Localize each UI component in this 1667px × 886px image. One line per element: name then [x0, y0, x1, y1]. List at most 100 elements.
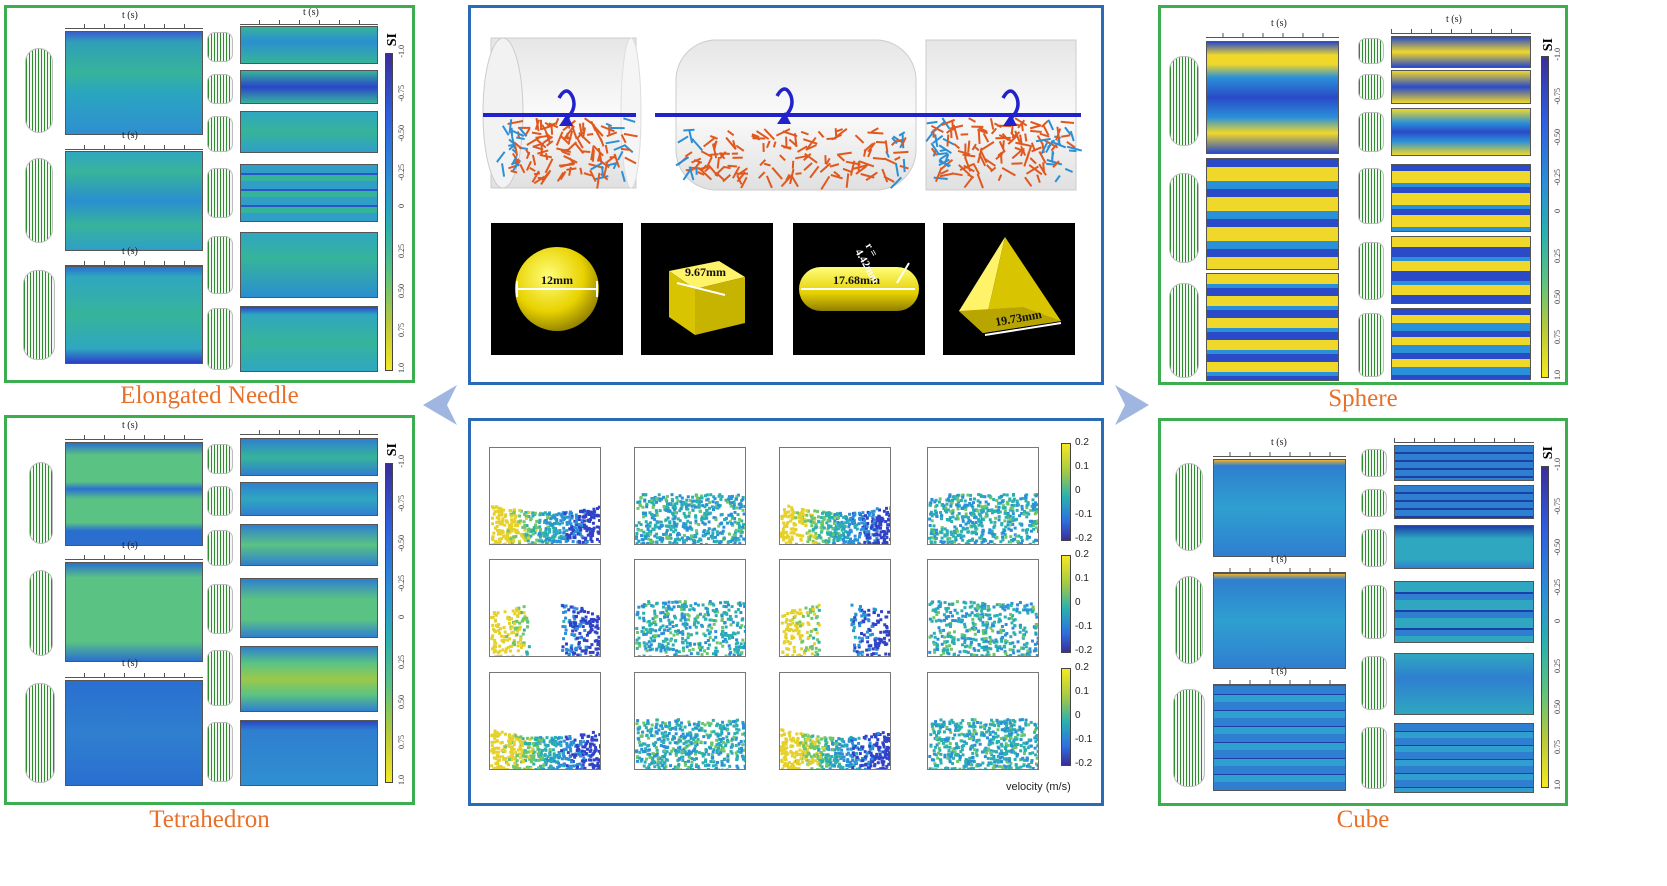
- velocity-point: [744, 733, 745, 737]
- velocity-point: [502, 543, 506, 544]
- velocity-point: [677, 738, 681, 742]
- particle: [624, 156, 637, 165]
- velocity-point: [636, 612, 640, 616]
- velocity-point: [569, 605, 573, 609]
- velocity-point: [999, 628, 1003, 632]
- velocity-point: [557, 736, 561, 740]
- particle: [526, 160, 532, 171]
- velocity-point: [956, 507, 960, 511]
- velocity-point: [799, 611, 803, 615]
- velocity-point: [705, 503, 709, 507]
- velocity-point: [653, 609, 657, 613]
- velocity-point: [857, 643, 861, 647]
- velocity-point: [521, 525, 525, 529]
- velocity-point: [680, 616, 684, 620]
- particle: [803, 162, 813, 171]
- particle: [593, 175, 609, 181]
- velocity-point: [735, 723, 739, 727]
- velocity-point: [512, 740, 516, 744]
- velocity-point: [665, 769, 668, 770]
- velocity-point: [664, 532, 668, 536]
- velocity-point: [498, 649, 502, 653]
- velocity-point: [528, 754, 532, 758]
- velocity-point: [682, 656, 685, 657]
- velocity-point: [644, 726, 648, 730]
- velocity-point: [1015, 607, 1019, 611]
- velocity-point: [687, 765, 691, 769]
- velocity-scatter-plot: [489, 447, 601, 545]
- velocity-point: [650, 727, 654, 731]
- velocity-point: [722, 724, 726, 728]
- velocity-point: [797, 629, 801, 633]
- particle: [1054, 174, 1061, 183]
- velocity-point: [523, 528, 527, 532]
- particle: [560, 148, 568, 152]
- velocity-point: [537, 738, 541, 742]
- velocity-point: [651, 505, 655, 509]
- velocity-point: [524, 516, 528, 520]
- velocity-point: [739, 505, 743, 509]
- velocity-point: [644, 647, 648, 651]
- velocity-point: [717, 494, 721, 498]
- velocity-point: [890, 521, 891, 524]
- velocity-point: [1032, 523, 1036, 527]
- velocity-point: [672, 520, 676, 524]
- velocity-point: [722, 525, 726, 529]
- velocity-point: [580, 534, 584, 538]
- velocity-point: [520, 619, 524, 623]
- velocity-point: [742, 748, 745, 752]
- particle: [756, 130, 770, 140]
- velocity-point: [513, 516, 517, 520]
- velocity-point: [940, 536, 944, 540]
- velocity-point: [1012, 503, 1016, 507]
- velocity-point: [647, 736, 651, 740]
- velocity-point: [993, 524, 997, 528]
- velocity-point: [703, 729, 707, 733]
- velocity-point: [664, 751, 668, 755]
- velocity-point: [694, 619, 698, 623]
- velocity-point: [646, 525, 650, 529]
- velocity-point: [883, 656, 886, 657]
- velocity-point: [650, 543, 654, 544]
- velocity-point: [518, 756, 522, 760]
- velocity-point: [735, 506, 739, 510]
- velocity-point: [591, 531, 595, 535]
- particle: [1014, 146, 1025, 153]
- velocity-point: [736, 536, 740, 540]
- velocity-point: [506, 529, 510, 533]
- velocity-point: [675, 522, 679, 526]
- velocity-point: [689, 733, 693, 737]
- velocity-point: [493, 612, 497, 616]
- velocity-point: [933, 509, 937, 513]
- velocity-point: [588, 745, 592, 749]
- velocity-point: [643, 723, 647, 727]
- velocity-point: [647, 744, 651, 748]
- velocity-point: [493, 619, 497, 623]
- velocity-point: [500, 741, 504, 745]
- velocity-point: [708, 618, 712, 622]
- velocity-point: [972, 653, 976, 656]
- velocity-point: [881, 535, 885, 539]
- velocity-point: [947, 652, 951, 656]
- velocity-point: [1017, 654, 1021, 656]
- velocity-point: [1006, 520, 1010, 524]
- velocity-point: [492, 767, 496, 769]
- velocity-point: [944, 506, 948, 510]
- velocity-point: [1005, 632, 1009, 636]
- velocity-point: [499, 765, 503, 769]
- velocity-point: [948, 544, 951, 545]
- velocity-point: [943, 527, 947, 531]
- velocity-point: [932, 512, 936, 516]
- velocity-point: [814, 531, 818, 535]
- velocity-point: [833, 533, 837, 537]
- velocity-point: [655, 536, 659, 540]
- velocity-point: [648, 511, 652, 515]
- velocity-point: [637, 521, 641, 525]
- velocity-point: [978, 605, 982, 609]
- velocity-point: [636, 630, 640, 634]
- velocity-point: [710, 730, 714, 734]
- velocity-point: [713, 527, 717, 531]
- particle: [541, 124, 547, 132]
- velocity-point: [578, 631, 582, 635]
- velocity-point: [871, 652, 875, 656]
